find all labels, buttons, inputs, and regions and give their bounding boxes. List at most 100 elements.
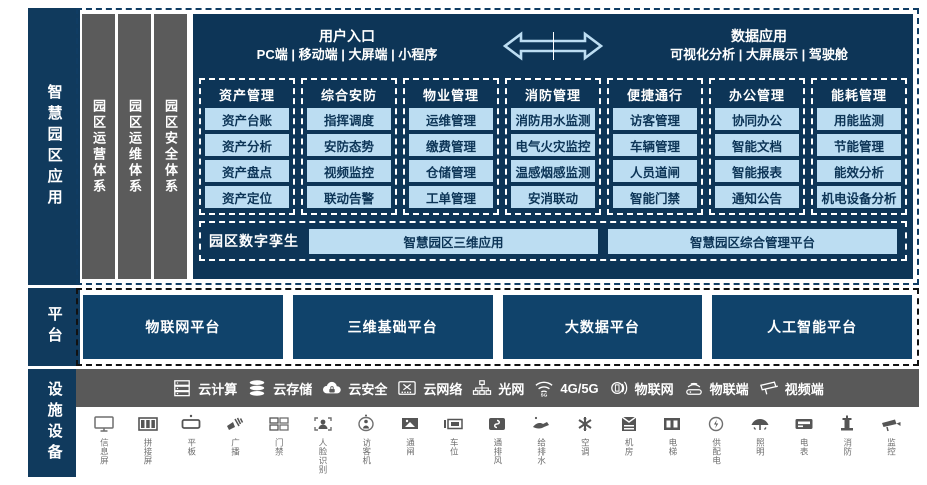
rail-application-text: 智慧园区应用 xyxy=(45,83,63,210)
device-item-label: 车位 xyxy=(449,438,460,456)
router-icon xyxy=(683,379,705,397)
cctv-icon xyxy=(758,379,780,397)
rail-label-application: 智慧园区应用 xyxy=(28,8,80,285)
system-columns: 园区运营体系 园区运维体系园区安全体系 xyxy=(82,14,187,279)
module-item[interactable]: 车辆管理 xyxy=(613,134,697,156)
device-item-label: 信息屏 xyxy=(99,438,110,465)
system-column-label: 园区运维体系 xyxy=(127,98,142,195)
rail-label-devices: 设施设备 xyxy=(28,369,80,477)
device-item: 电梯 xyxy=(654,413,690,456)
module-item[interactable]: 资产定位 xyxy=(205,186,289,208)
module-item[interactable]: 机电设备分析 xyxy=(817,186,901,208)
module-group: 综合安防指挥调度安防态势视频监控联动告警 xyxy=(301,78,397,215)
module-item[interactable]: 视频监控 xyxy=(307,160,391,182)
platform-box[interactable]: 人工智能平台 xyxy=(712,295,912,359)
server-icon xyxy=(171,379,193,397)
application-layer: 园区运营体系 园区运维体系园区安全体系 用户入口 PC端 | 移动端 | 大屏端 … xyxy=(76,8,919,285)
module-item[interactable]: 资产分析 xyxy=(205,134,289,156)
module-item[interactable]: 用能监测 xyxy=(817,108,901,130)
device-item: 监控 xyxy=(873,413,909,456)
device-item-label: 电表 xyxy=(799,438,810,456)
module-item[interactable]: 访客管理 xyxy=(613,108,697,130)
module-item[interactable]: 节能管理 xyxy=(817,134,901,156)
device-item-label: 供配电 xyxy=(711,438,722,465)
digital-twin-box-platform[interactable]: 智慧园区综合管理平台 xyxy=(608,228,897,254)
ventilation-icon xyxy=(485,413,509,435)
module-item[interactable]: 通知公告 xyxy=(715,186,799,208)
device-item: 拼接屏 xyxy=(130,413,166,465)
module-item[interactable]: 仓储管理 xyxy=(409,160,493,182)
device-item-label: 照明 xyxy=(755,438,766,456)
module-item[interactable]: 能效分析 xyxy=(817,160,901,182)
system-column: 园区运营体系 xyxy=(82,14,115,279)
module-group: 消防管理消防用水监测电气火灾监控温感烟感监测安消联动 xyxy=(505,78,601,215)
rail-devices-text: 设施设备 xyxy=(45,381,63,465)
monitor-icon xyxy=(92,413,116,435)
platform-box[interactable]: 大数据平台 xyxy=(502,295,703,359)
device-item: 平板 xyxy=(173,413,209,456)
device-item: 空调 xyxy=(567,413,603,456)
device-item-label: 门禁 xyxy=(274,438,285,456)
tech-item-label: 光网 xyxy=(498,381,525,397)
double-arrow-icon xyxy=(502,30,604,61)
tech-item-label: 云网络 xyxy=(423,381,463,397)
cloud-lock-icon xyxy=(321,379,343,397)
module-title: 消防管理 xyxy=(524,88,581,103)
application-panel: 用户入口 PC端 | 移动端 | 大屏端 | 小程序 数据应用 可视化分析 | … xyxy=(193,14,913,279)
rail-platform-text: 平台 xyxy=(45,306,63,348)
platform-layer: 物联网平台三维基础平台大数据平台人工智能平台 xyxy=(76,288,919,366)
module-item[interactable]: 联动告警 xyxy=(307,186,391,208)
air-conditioner-icon xyxy=(573,413,597,435)
module-item[interactable]: 智能门禁 xyxy=(613,186,697,208)
module-item[interactable]: 温感烟感监测 xyxy=(511,160,595,182)
tech-item-label: 云存储 xyxy=(273,381,313,397)
platform-box[interactable]: 三维基础平台 xyxy=(292,295,493,359)
tablet-icon xyxy=(179,413,203,435)
rail-label-platform: 平台 xyxy=(28,288,80,366)
entry-divider-group xyxy=(497,30,609,62)
device-item-label: 电梯 xyxy=(667,438,678,456)
device-item-label: 给排水 xyxy=(536,438,547,465)
module-item[interactable]: 缴费管理 xyxy=(409,134,493,156)
face-recognition-icon xyxy=(311,413,335,435)
module-item[interactable]: 安消联动 xyxy=(511,186,595,208)
module-item[interactable]: 协同办公 xyxy=(715,108,799,130)
tech-item: 物联网 xyxy=(608,379,674,398)
module-item[interactable]: 人员道闸 xyxy=(613,160,697,182)
digital-twin-box-3d[interactable]: 智慧园区三维应用 xyxy=(309,228,598,254)
module-item[interactable]: 资产盘点 xyxy=(205,160,289,182)
module-item[interactable]: 智能报表 xyxy=(715,160,799,182)
device-item: 通闸 xyxy=(392,413,428,456)
data-application-block: 数据应用 可视化分析 | 大屏展示 | 驾驶舱 xyxy=(609,27,909,63)
device-item-label: 消防 xyxy=(842,438,853,456)
database-icon xyxy=(246,379,268,397)
module-item[interactable]: 智能文档 xyxy=(715,134,799,156)
device-item: 门禁 xyxy=(261,413,297,456)
module-item[interactable]: 电气火灾监控 xyxy=(511,134,595,156)
power-distribution-icon xyxy=(704,413,728,435)
lighting-icon xyxy=(748,413,772,435)
module-item[interactable]: 运维管理 xyxy=(409,108,493,130)
tech-item: 云网络 xyxy=(396,379,462,398)
device-item: 信息屏 xyxy=(86,413,122,465)
module-item[interactable]: 安防态势 xyxy=(307,134,391,156)
device-item: 给排水 xyxy=(523,413,559,465)
elevator-icon xyxy=(660,413,684,435)
module-item[interactable]: 指挥调度 xyxy=(307,108,391,130)
device-item-label: 监控 xyxy=(886,438,897,456)
system-column: 园区安全体系 xyxy=(154,14,187,279)
platform-box[interactable]: 物联网平台 xyxy=(83,295,283,359)
module-item[interactable]: 消防用水监测 xyxy=(511,108,595,130)
tech-item-label: 云安全 xyxy=(348,381,388,397)
module-item[interactable]: 工单管理 xyxy=(409,186,493,208)
system-column-label: 园区运营体系 xyxy=(91,98,106,195)
system-column: 园区运维体系 xyxy=(118,14,151,279)
device-item: 人脸识别 xyxy=(305,413,341,474)
modules-grid: 资产管理资产台账资产分析资产盘点资产定位综合安防指挥调度安防态势视频监控联动告警… xyxy=(197,78,909,215)
module-title: 办公管理 xyxy=(728,88,785,103)
module-item[interactable]: 资产台账 xyxy=(205,108,289,130)
device-strip: 信息屏拼接屏平板广播门禁人脸识别访客机通闸车位通排风给排水空调机房电梯供配电照明… xyxy=(76,407,919,477)
module-title: 资产管理 xyxy=(218,88,275,103)
